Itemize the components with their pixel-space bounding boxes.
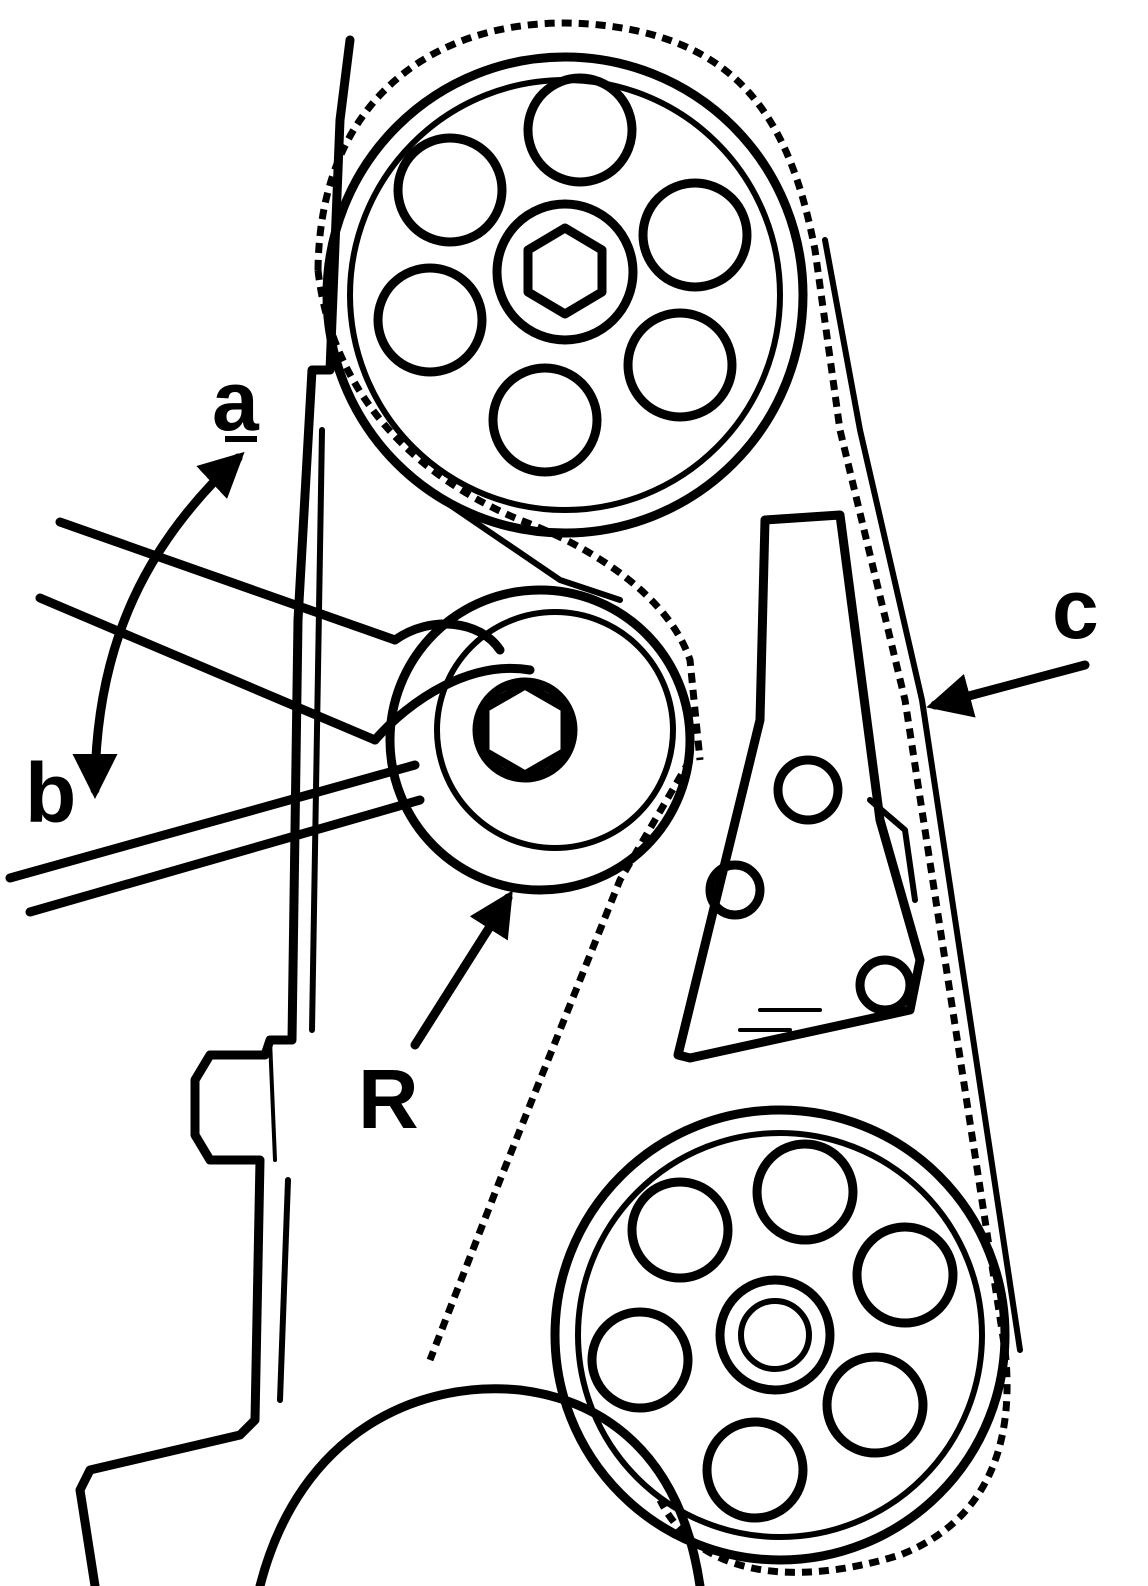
crankshaft-pulley bbox=[255, 1384, 705, 1586]
camshaft-sprocket bbox=[322, 52, 808, 538]
timing-belt bbox=[314, 19, 1023, 1576]
label-b: b bbox=[25, 746, 76, 840]
crankshaft-sprocket bbox=[550, 1105, 1010, 1565]
tensioner-pulley bbox=[385, 585, 695, 895]
leader-arrow-r bbox=[410, 890, 513, 1050]
tensioner-bracket bbox=[673, 510, 925, 1063]
wrench bbox=[5, 517, 535, 917]
label-a: a bbox=[212, 354, 260, 448]
engine-block-outline bbox=[75, 35, 355, 1586]
leader-arrow-c bbox=[926, 660, 1090, 718]
rotation-direction-arrow bbox=[72, 451, 245, 799]
label-a-underline bbox=[225, 436, 257, 442]
label-c: c bbox=[1052, 562, 1099, 656]
label-r: R bbox=[358, 1052, 419, 1146]
